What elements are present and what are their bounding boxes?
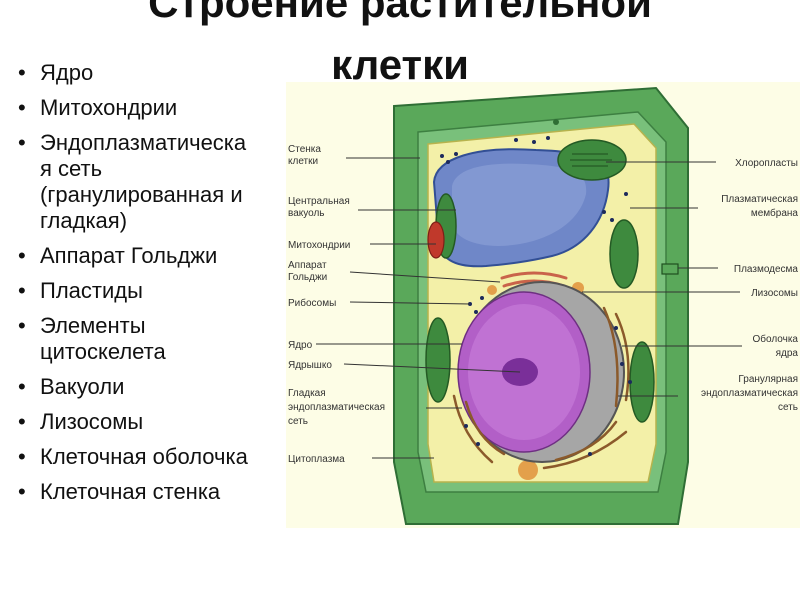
label-mitochondria: Митохондрии: [288, 240, 350, 251]
lysosome: [518, 460, 538, 480]
mitochondrion: [428, 222, 444, 258]
label-cell-wall: Стенка: [288, 144, 321, 155]
list-item: Вакуоли: [14, 374, 294, 400]
label-chloroplasts: Хлоропласты: [735, 158, 798, 169]
list-item: Клеточная стенка: [14, 479, 294, 505]
label-golgi: Гольджи: [288, 272, 327, 283]
lysosome: [487, 285, 497, 295]
label-nuclear-envelope: Оболочка: [752, 333, 798, 345]
list-item: Митохондрии: [14, 95, 294, 121]
label-nuclear-envelope: ядра: [776, 348, 799, 359]
label-rough-er: сеть: [778, 402, 798, 413]
chloroplast: [610, 220, 638, 288]
label-plasmodesma: Плазмодесма: [734, 264, 799, 275]
label-smooth-er: сеть: [288, 416, 308, 427]
list-item: Лизосомы: [14, 409, 294, 435]
label-cytoplasm: Цитоплазма: [288, 454, 345, 465]
label-ribosomes: Рибосомы: [288, 297, 336, 309]
label-cell-wall: клетки: [288, 156, 318, 167]
list-item: Ядро: [14, 60, 294, 86]
chloroplast: [630, 342, 654, 422]
label-rough-er: эндоплазматическая: [701, 388, 798, 399]
label-central-vacuole: Центральная: [288, 196, 350, 207]
label-smooth-er: Гладкая: [288, 388, 326, 399]
chloroplast: [426, 318, 450, 402]
label-golgi: Аппарат: [288, 260, 327, 271]
label-plasma-membrane: Плазматическая: [721, 194, 798, 205]
plasmodesma: [662, 264, 678, 274]
slide-title-line-1: Строение растительной: [0, 0, 800, 24]
list-item: Аппарат Гольджи: [14, 243, 294, 269]
list-item: Клеточная оболочка: [14, 444, 294, 470]
list-item: Пластиды: [14, 278, 294, 304]
label-smooth-er: эндоплазматическая: [288, 402, 385, 413]
plant-cell-diagram: Стенка клетки Центральная вакуоль Митохо…: [286, 82, 800, 528]
label-nucleolus: Ядрышко: [288, 360, 332, 371]
label-lysosomes: Лизосомы: [751, 288, 798, 299]
label-rough-er: Гранулярная: [738, 374, 798, 385]
plant-cell-svg: Стенка клетки Центральная вакуоль Митохо…: [286, 82, 800, 528]
label-plasma-membrane: мембрана: [751, 207, 799, 219]
label-nucleus: Ядро: [288, 340, 313, 351]
label-central-vacuole: вакуоль: [288, 208, 325, 219]
